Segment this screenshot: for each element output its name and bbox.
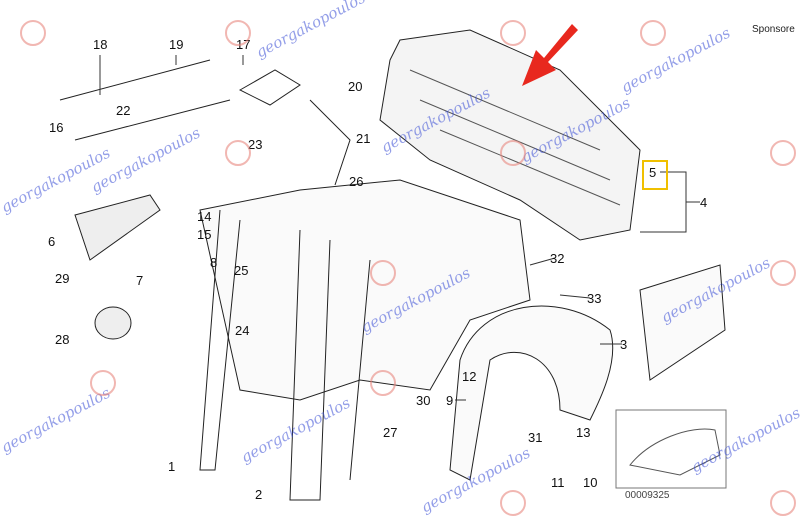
part-label-8[interactable]: 8 bbox=[210, 255, 218, 270]
watermark-logo-icon bbox=[770, 140, 796, 166]
rear-panel-part bbox=[379, 29, 641, 241]
part-label-27[interactable]: 27 bbox=[383, 425, 398, 440]
highlight-box bbox=[642, 160, 668, 190]
part-label-5[interactable]: 5 bbox=[649, 165, 657, 180]
watermark-logo-icon bbox=[225, 140, 251, 166]
part-label-24[interactable]: 24 bbox=[235, 323, 250, 338]
watermark-logo-icon bbox=[500, 20, 526, 46]
part-label-13[interactable]: 13 bbox=[576, 425, 591, 440]
part-label-9[interactable]: 9 bbox=[446, 393, 454, 408]
part-label-14[interactable]: 14 bbox=[197, 209, 212, 224]
watermark-logo-icon bbox=[370, 260, 396, 286]
part-label-1[interactable]: 1 bbox=[168, 459, 176, 474]
watermark-logo-icon bbox=[770, 490, 796, 516]
part-label-2[interactable]: 2 bbox=[255, 487, 263, 502]
part-label-6[interactable]: 6 bbox=[48, 234, 56, 249]
part-label-12[interactable]: 12 bbox=[462, 369, 477, 384]
part-label-28[interactable]: 28 bbox=[55, 332, 70, 347]
panel-3-part bbox=[639, 264, 726, 381]
watermark-logo-icon bbox=[500, 140, 526, 166]
part-label-20[interactable]: 20 bbox=[348, 79, 363, 94]
watermark-logo-icon bbox=[370, 370, 396, 396]
part-label-15[interactable]: 15 bbox=[197, 227, 212, 242]
part-label-3[interactable]: 3 bbox=[620, 337, 628, 352]
watermark-logo-icon bbox=[640, 20, 666, 46]
side-panel-part bbox=[199, 179, 531, 401]
fuel-flap-part bbox=[74, 194, 161, 261]
part-label-29[interactable]: 29 bbox=[55, 271, 70, 286]
watermark-logo-icon bbox=[770, 260, 796, 286]
diagram-code: 00009325 bbox=[625, 490, 670, 501]
part-label-18[interactable]: 18 bbox=[93, 37, 108, 52]
red-arrow-icon bbox=[522, 24, 578, 86]
part-label-11[interactable]: 11 bbox=[551, 475, 565, 490]
part-label-19[interactable]: 19 bbox=[169, 37, 184, 52]
part-label-33[interactable]: 33 bbox=[587, 291, 602, 306]
part-label-21[interactable]: 21 bbox=[356, 131, 371, 146]
part-label-30[interactable]: 30 bbox=[416, 393, 431, 408]
part-label-32[interactable]: 32 bbox=[550, 251, 565, 266]
part-label-4[interactable]: 4 bbox=[700, 195, 708, 210]
part-label-23[interactable]: 23 bbox=[248, 137, 263, 152]
part-label-16[interactable]: 16 bbox=[49, 120, 64, 135]
part-label-22[interactable]: 22 bbox=[116, 103, 131, 118]
sponsor-text: Sponsore bbox=[752, 24, 795, 35]
watermark-logo-icon bbox=[20, 20, 46, 46]
part-label-26[interactable]: 26 bbox=[349, 174, 364, 189]
part-label-10[interactable]: 10 bbox=[583, 475, 598, 490]
part-label-25[interactable]: 25 bbox=[234, 263, 249, 278]
watermark-logo-icon bbox=[225, 20, 251, 46]
watermark-logo-icon bbox=[500, 490, 526, 516]
watermark-logo-icon bbox=[90, 370, 116, 396]
part-label-31[interactable]: 31 bbox=[528, 430, 543, 445]
part-label-7[interactable]: 7 bbox=[136, 273, 144, 288]
wheel-arch-part bbox=[449, 305, 614, 481]
